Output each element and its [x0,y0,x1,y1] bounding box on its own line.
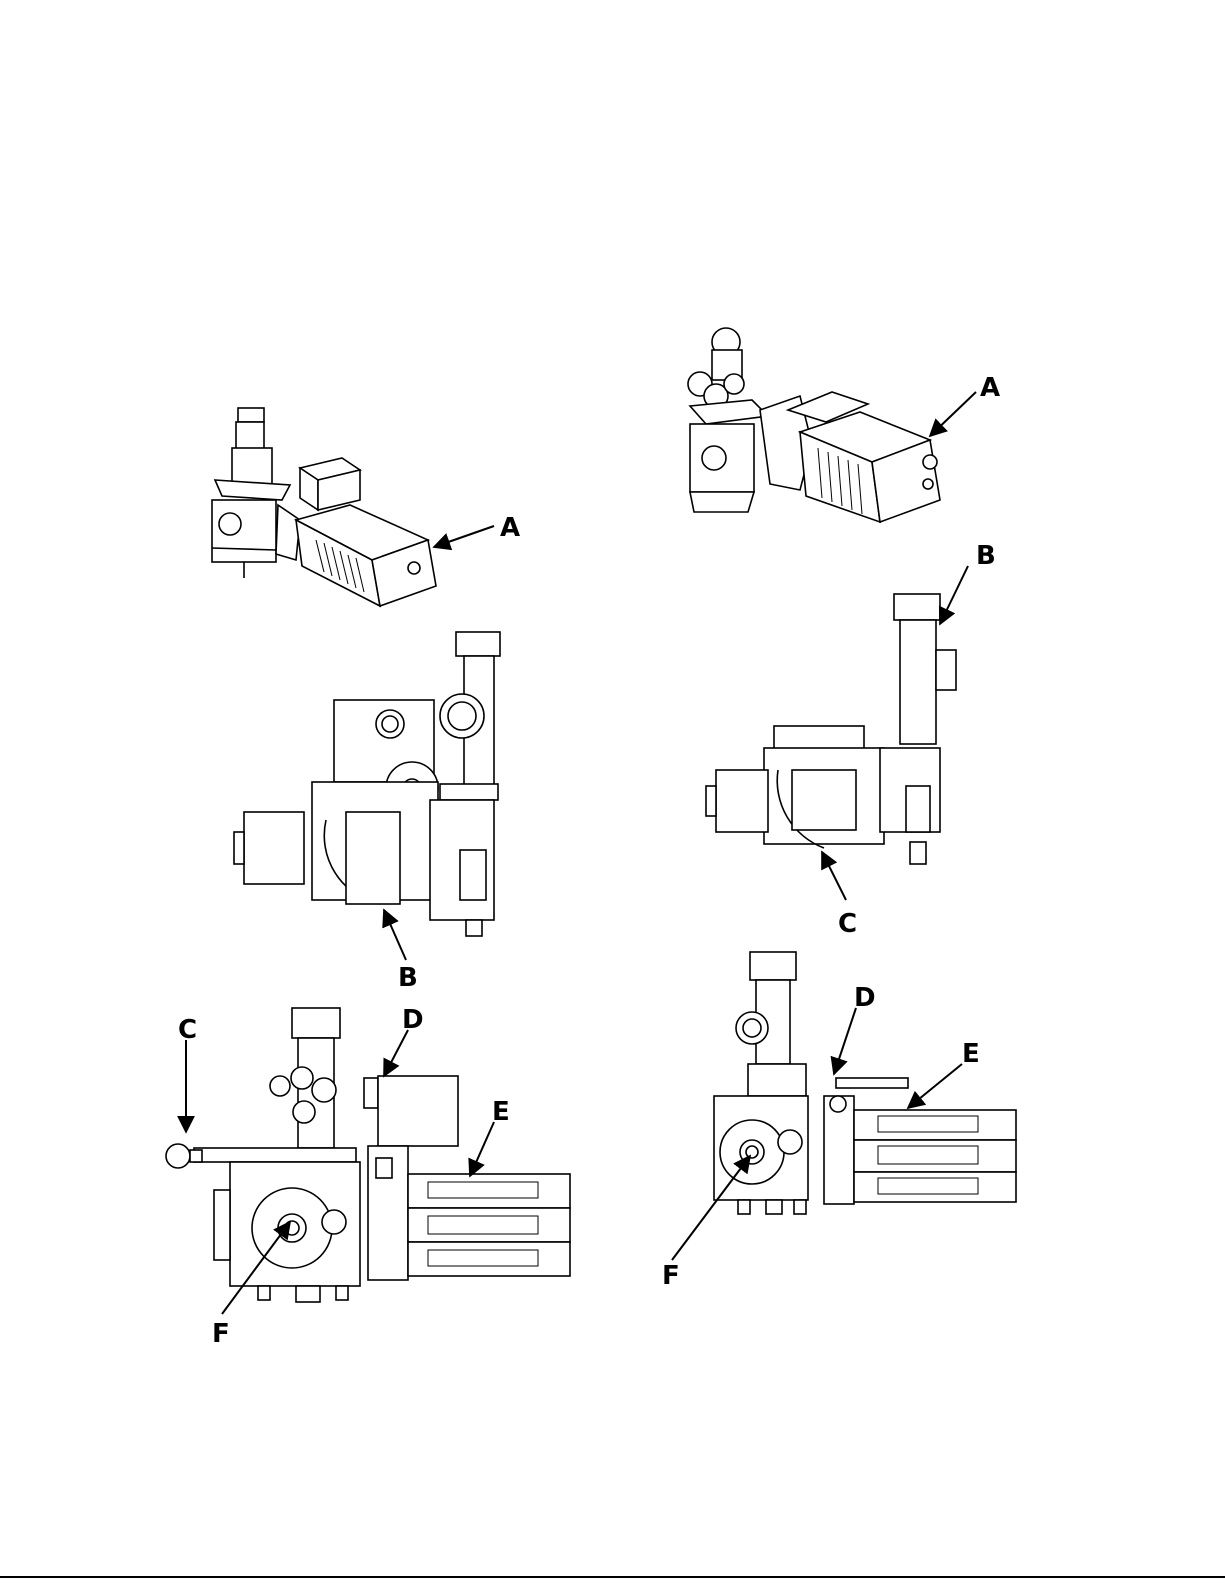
footer-rule [0,1576,1225,1578]
callout-e-left-front: E [492,1097,510,1127]
leader-left-front-e [470,1122,494,1176]
left-front-view [166,1008,570,1302]
leader-left-side-b [384,910,406,960]
leader-right-front-d [834,1008,856,1074]
callout-d-right-front: D [854,983,876,1013]
callout-b-left-side: B [398,963,418,993]
left-side-view [234,632,500,936]
leader-right-front-e [908,1064,962,1108]
callout-c-right-side: C [838,909,857,939]
left-isometric-view [212,408,436,606]
leader-left-front-d [384,1030,408,1076]
callout-d-left-front: D [402,1005,424,1035]
callout-e-right-front: E [962,1039,980,1069]
callout-f-left-front: F [212,1319,230,1349]
callout-f-right-front: F [662,1261,680,1291]
leader-left-iso-a [434,526,494,547]
callout-c-left-front: C [178,1015,197,1045]
callout-a-right-iso: A [980,373,1000,403]
leader-right-side-b [940,566,968,624]
right-isometric-view [688,328,940,522]
callout-a-left-iso: A [500,513,520,543]
right-side-view [706,594,956,864]
leader-right-side-c [822,852,846,900]
leader-right-iso-a [930,392,976,436]
callout-b-right-side: B [976,541,996,571]
